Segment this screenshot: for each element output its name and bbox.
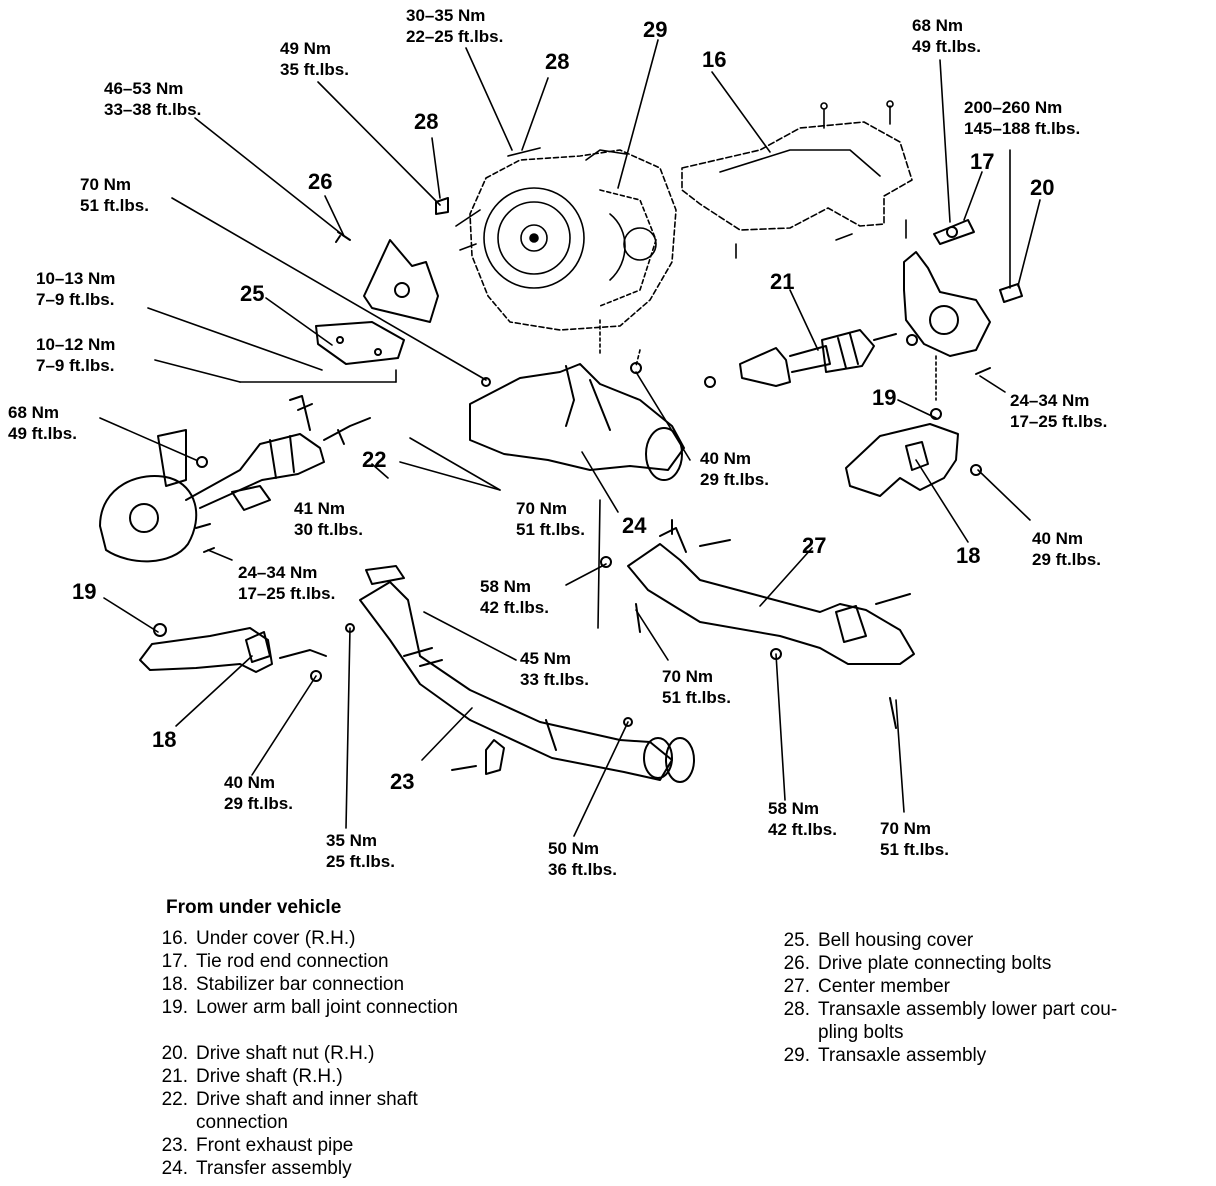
callout-number: 21 — [770, 269, 795, 294]
transaxle-assembly-drawing — [455, 147, 677, 331]
lower-arm-rh-drawing — [845, 367, 991, 497]
legend-item: 21.Drive shaft (R.H.) — [161, 1066, 343, 1087]
legend-item: 28.Transaxle assembly lower part cou- — [783, 999, 1118, 1020]
callout-number: 28 — [414, 109, 439, 134]
legend-item: 25.Bell housing cover — [783, 930, 974, 951]
callout-number: 17 — [970, 149, 995, 174]
lower-arm-lh-drawing — [139, 623, 327, 682]
legend-item: 24.Transfer assembly — [161, 1158, 352, 1179]
center-member-drawing — [600, 519, 915, 729]
figure-caption: From under vehicle — [166, 897, 342, 918]
legend-item: 20.Drive shaft nut (R.H.) — [161, 1043, 375, 1064]
callout-number: 24 — [622, 513, 647, 538]
legend-left: 16.Under cover (R.H.) 17.Tie rod end con… — [148, 927, 458, 1180]
drive-shaft-lh-drawing — [99, 395, 371, 563]
legend-item: 29.Transaxle assembly — [783, 1045, 987, 1066]
callout-number: 18 — [152, 727, 177, 752]
callout-number: 25 — [240, 281, 265, 306]
steering-knuckle-rh-drawing — [903, 219, 1023, 357]
transfer-assembly-drawing — [469, 362, 685, 481]
legend-right: 25.Bell housing cover 26.Drive plate con… — [770, 929, 1118, 1067]
callout-number: 26 — [308, 169, 333, 194]
legend-item: 18.Stabilizer bar connection — [161, 974, 405, 995]
callout-number: 22 — [362, 447, 387, 472]
legend-item: 23.Front exhaust pipe — [161, 1135, 354, 1156]
front-exhaust-pipe-drawing — [345, 565, 695, 783]
callout-number: 27 — [802, 533, 827, 558]
callout-number: 20 — [1030, 175, 1055, 200]
leader-lines — [99, 39, 1041, 837]
legend-item: connection — [196, 1112, 288, 1133]
callout-number: 23 — [390, 769, 415, 794]
legend-item: 17.Tie rod end connection — [161, 951, 389, 972]
callout-number: 29 — [643, 17, 668, 42]
legend-item: 26.Drive plate connecting bolts — [783, 953, 1052, 974]
legend-item: 16.Under cover (R.H.) — [161, 928, 356, 949]
callout-number: 19 — [872, 385, 897, 410]
legend-item: 22.Drive shaft and inner shaft — [161, 1089, 418, 1110]
legend-item: 19.Lower arm ball joint connection — [161, 997, 458, 1018]
legend-item: 27.Center member — [783, 976, 950, 997]
legend-item: pling bolts — [818, 1022, 904, 1043]
bell-housing-cover-drawing — [315, 197, 449, 365]
under-cover-drawing — [681, 100, 913, 259]
callout-number: 18 — [956, 543, 981, 568]
callout-number: 16 — [702, 47, 727, 72]
exploded-view-drawing — [99, 39, 1041, 837]
callout-number: 28 — [545, 49, 570, 74]
drive-shaft-rh-drawing — [704, 329, 897, 388]
callout-number: 19 — [72, 579, 97, 604]
